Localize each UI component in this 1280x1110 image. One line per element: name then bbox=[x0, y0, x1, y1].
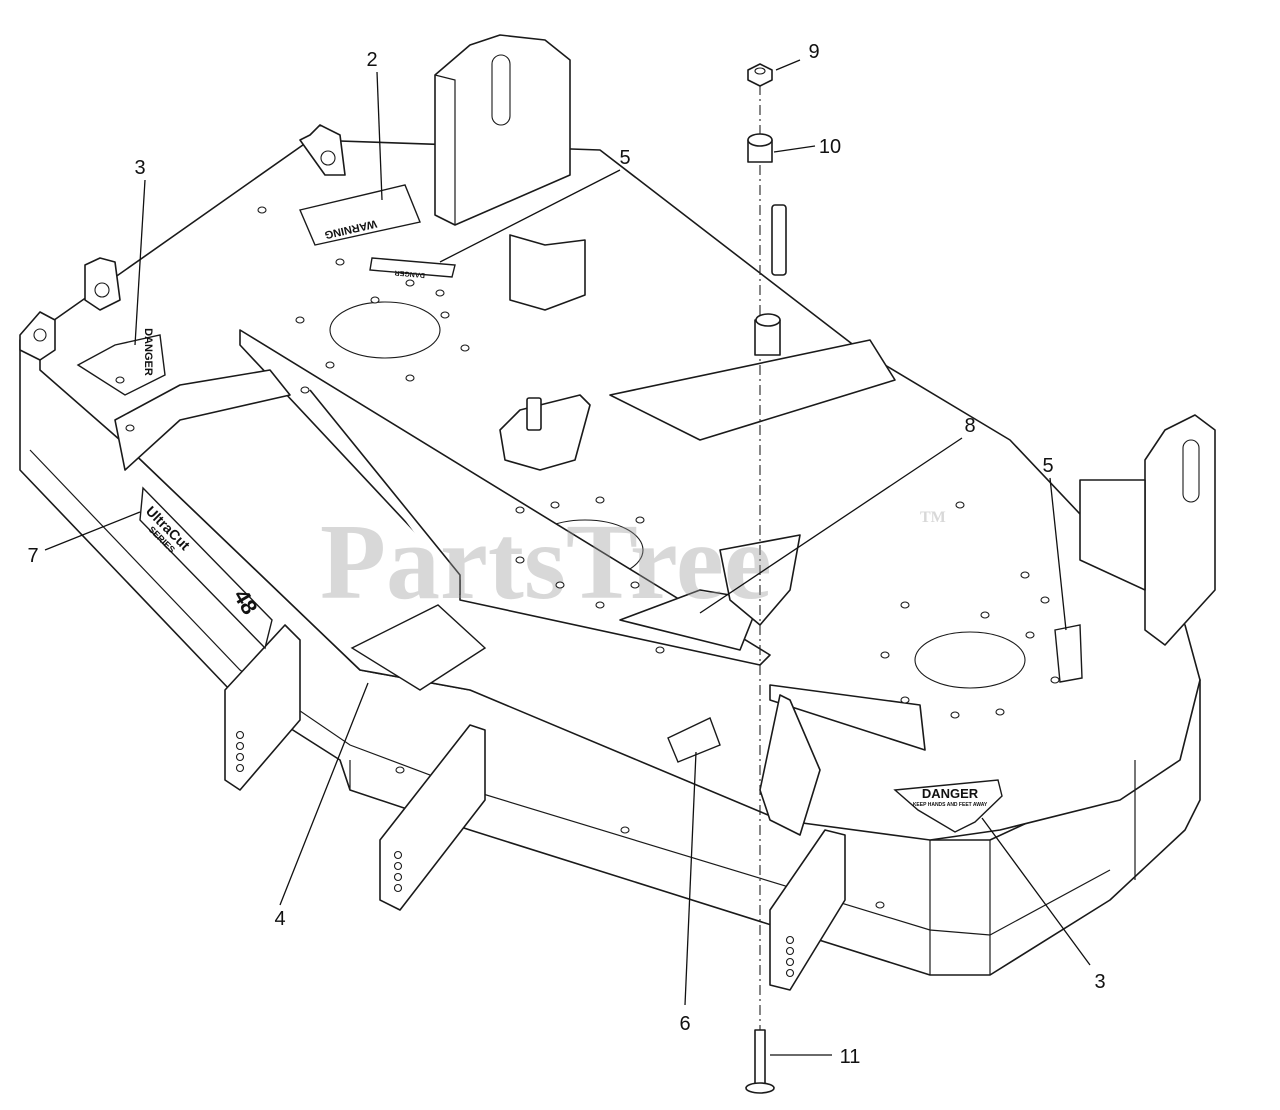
spindle-hardware-stack bbox=[745, 63, 787, 1094]
mounting-hole bbox=[950, 711, 960, 719]
warning-decal: WARNING bbox=[299, 184, 421, 246]
danger-decal-left: DANGER bbox=[76, 328, 166, 396]
danger-decal-right-subtext: KEEP HANDS AND FEET AWAY bbox=[913, 802, 988, 808]
hitch-adjust-hole bbox=[785, 935, 795, 945]
callout-3-right: 3 bbox=[1094, 971, 1105, 993]
hitch-adjust-hole bbox=[785, 968, 795, 978]
mounting-hole bbox=[125, 424, 135, 432]
mounting-hole bbox=[635, 516, 645, 524]
callout-4: 4 bbox=[274, 908, 285, 930]
mounting-hole bbox=[515, 506, 525, 514]
watermark-text: PartsTree bbox=[320, 503, 772, 622]
mounting-hole bbox=[630, 581, 640, 589]
hitch-adjust-hole bbox=[785, 957, 795, 967]
rear-hinge-tabs bbox=[19, 124, 346, 361]
callout-7: 7 bbox=[27, 545, 38, 567]
callout-11: 11 bbox=[840, 1046, 861, 1068]
ultracut-logo-decal: UltraCut SERIES 48 bbox=[139, 486, 273, 650]
mounting-hole bbox=[1025, 631, 1035, 639]
callout-2: 2 bbox=[366, 49, 377, 71]
instruction-decal-center bbox=[350, 604, 487, 691]
callout-5-rear: 5 bbox=[619, 147, 630, 169]
baffle-plates bbox=[114, 329, 926, 751]
hitch-adjust-hole bbox=[393, 883, 403, 893]
mounting-hole bbox=[335, 258, 345, 266]
danger-decal-right-text: DANGER bbox=[922, 786, 979, 801]
callout-10: 10 bbox=[819, 136, 841, 158]
mounting-hole bbox=[395, 766, 405, 774]
callout-6: 6 bbox=[679, 1013, 690, 1035]
mounting-hole bbox=[440, 311, 450, 319]
danger-decal-left-text: DANGER bbox=[142, 328, 154, 376]
mounting-hole bbox=[115, 376, 125, 384]
mounting-hole bbox=[405, 374, 415, 382]
mounting-hole bbox=[880, 651, 890, 659]
callout-9: 9 bbox=[808, 41, 819, 63]
callout-5-right: 5 bbox=[1042, 455, 1053, 477]
watermark: PartsTree TM bbox=[320, 503, 946, 622]
mounting-hole bbox=[900, 601, 910, 609]
hitch-adjust-hole bbox=[235, 752, 245, 762]
danger-decal-small-right bbox=[1054, 624, 1083, 683]
mounting-hole bbox=[995, 708, 1005, 716]
mounting-hole bbox=[460, 344, 470, 352]
hitch-adjust-hole bbox=[235, 730, 245, 740]
danger-decal-small-rear: DANGER bbox=[369, 257, 456, 279]
mounting-hole bbox=[1050, 676, 1060, 684]
instruction-decal-front bbox=[667, 717, 721, 763]
mounting-hole bbox=[900, 696, 910, 704]
mounting-hole bbox=[370, 296, 380, 304]
hitch-adjust-hole bbox=[235, 741, 245, 751]
mounting-hole bbox=[1040, 596, 1050, 604]
rear-mount-bracket-right bbox=[1079, 414, 1216, 646]
mounting-hole bbox=[955, 501, 965, 509]
callout-3-left: 3 bbox=[134, 157, 145, 179]
mounting-hole bbox=[875, 901, 885, 909]
mounting-hole bbox=[1020, 571, 1030, 579]
mounting-hole bbox=[257, 206, 267, 214]
hitch-adjust-hole bbox=[393, 861, 403, 871]
idler-arm bbox=[499, 339, 896, 651]
hitch-adjust-hole bbox=[393, 850, 403, 860]
mounting-hole bbox=[295, 316, 305, 324]
mounting-hole bbox=[550, 501, 560, 509]
mounting-hole bbox=[595, 601, 605, 609]
watermark-tm: TM bbox=[920, 509, 946, 526]
mounting-hole bbox=[405, 279, 415, 287]
danger-decal-right: DANGER KEEP HANDS AND FEET AWAY bbox=[893, 779, 1003, 833]
mounting-hole bbox=[300, 386, 310, 394]
rear-mount-bracket-left bbox=[434, 34, 586, 311]
mounting-hole bbox=[325, 361, 335, 369]
mounting-holes bbox=[115, 206, 1060, 978]
leader-lines bbox=[44, 59, 1091, 1056]
callout-numbers: 2 3 3 4 5 5 6 7 8 9 10 11 bbox=[27, 41, 1105, 1068]
mounting-hole bbox=[515, 556, 525, 564]
hitch-adjust-hole bbox=[235, 763, 245, 773]
mounting-hole bbox=[620, 826, 630, 834]
hitch-adjust-hole bbox=[785, 946, 795, 956]
mounting-hole bbox=[595, 496, 605, 504]
mounting-hole bbox=[655, 646, 665, 654]
mounting-hole bbox=[980, 611, 990, 619]
mounting-hole bbox=[435, 289, 445, 297]
hitch-adjust-hole bbox=[393, 872, 403, 882]
mounting-hole bbox=[555, 581, 565, 589]
callout-8: 8 bbox=[964, 415, 975, 437]
danger-decal-rear-text: DANGER bbox=[394, 269, 425, 279]
